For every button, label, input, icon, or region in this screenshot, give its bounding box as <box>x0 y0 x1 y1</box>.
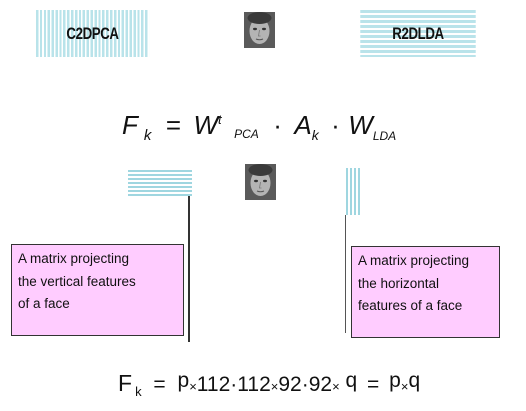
formula-w-pca-sub: PCA <box>234 127 259 141</box>
dim-times-2: × <box>270 379 279 394</box>
callout-left-line-1: A matrix projecting <box>18 251 130 266</box>
dim-92-a: 92 <box>278 373 302 396</box>
face-photo-icon <box>245 164 276 200</box>
callout-right-line-3: features of a face <box>358 298 463 313</box>
formula-f-sub: k <box>143 127 152 144</box>
callout-right-line-2: the horizontal <box>358 275 440 291</box>
dim-q-1: q <box>345 369 358 392</box>
dim-eq-2: = <box>367 373 380 396</box>
formula-dot-1: · <box>273 110 282 140</box>
pca-connector-line <box>188 196 190 342</box>
dim-p-1: p <box>177 369 190 392</box>
middle-face-image <box>245 164 276 200</box>
formula-w-pca: W <box>193 110 219 140</box>
r2dlda-label: R2DLDA <box>392 23 444 43</box>
dim-times-3: × <box>332 379 340 394</box>
c2dpca-banner: C2DPCA <box>35 10 150 57</box>
formula-a-sub: k <box>311 127 319 143</box>
lda-projection-block <box>346 168 361 215</box>
formula-dot-2: · <box>331 110 340 140</box>
dim-times-4: × <box>400 379 409 394</box>
face-photo-icon <box>244 12 275 48</box>
callout-left-line-3: of a face <box>18 296 70 311</box>
formula-equals: = <box>165 110 182 140</box>
lda-connector-line <box>345 215 346 333</box>
formula-w-pca-sup: t <box>218 111 222 127</box>
formula-a: A <box>294 110 312 140</box>
dim-dot-2: · <box>301 373 309 396</box>
dim-92-b: 92 <box>308 373 333 396</box>
dim-112-a: 112 <box>196 373 231 396</box>
dim-times-1: × <box>189 379 197 394</box>
pca-projection-block <box>128 170 192 196</box>
dim-f-sub: k <box>135 384 142 399</box>
dim-dot-1: · <box>230 373 238 396</box>
dim-eq-1: = <box>153 373 166 396</box>
callout-left-line-2: the vertical features <box>18 273 136 289</box>
top-face-image <box>244 12 275 48</box>
dim-p-2: p <box>389 369 401 392</box>
dim-q-2: q <box>408 369 421 392</box>
formula-w-lda: W <box>348 110 373 140</box>
dim-f: F <box>118 370 133 396</box>
formula-w-lda-sub: LDA <box>372 129 397 143</box>
r2dlda-banner: R2DLDA <box>360 10 476 57</box>
c2dpca-label: C2DPCA <box>66 23 119 43</box>
dim-112-b: 112 <box>237 373 271 396</box>
vertical-features-callout: A matrix projecting the vertical feature… <box>11 244 184 336</box>
callout-right-line-1: A matrix projecting <box>358 253 470 268</box>
formula-f: F <box>122 110 138 140</box>
horizontal-features-callout: A matrix projecting the horizontal featu… <box>351 246 500 338</box>
